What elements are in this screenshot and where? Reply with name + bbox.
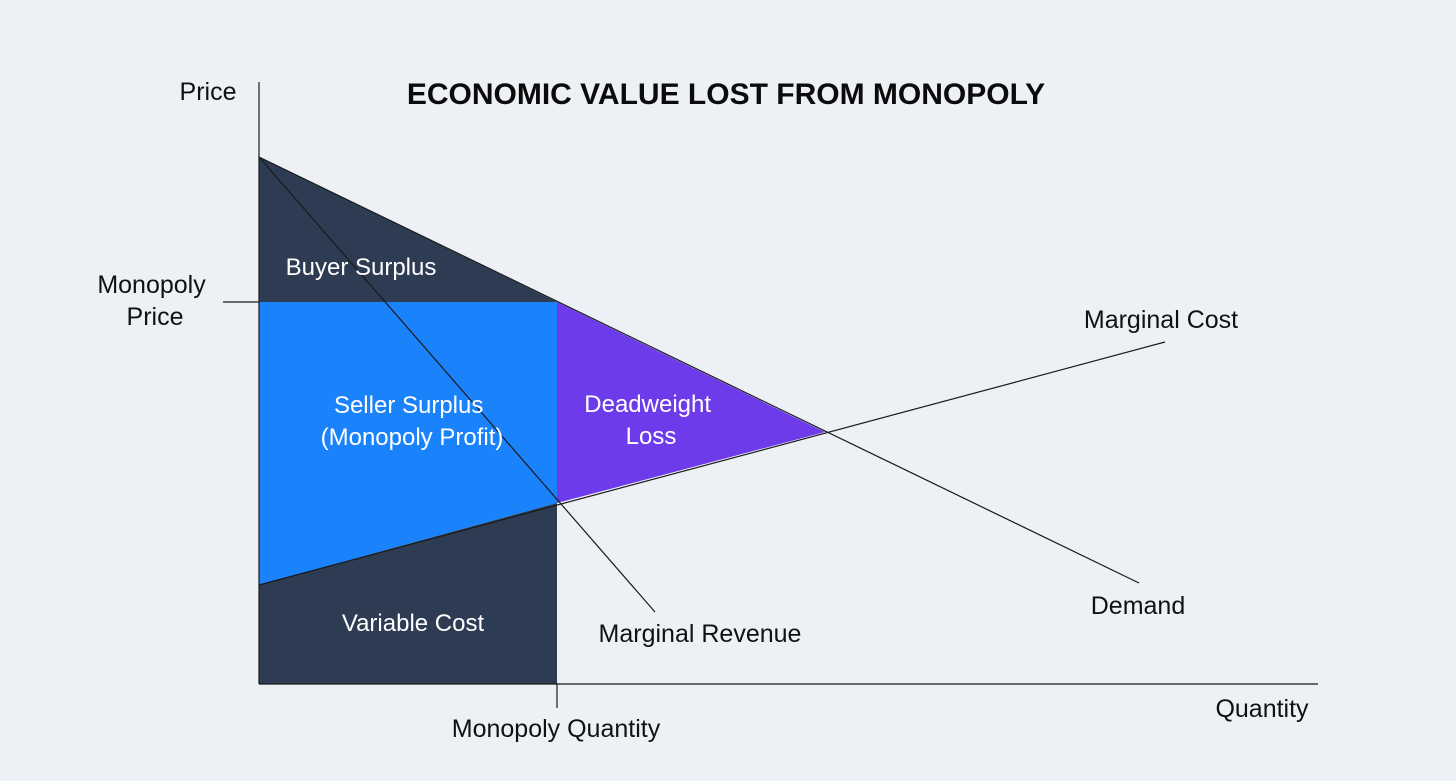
y-axis-label: Price — [180, 78, 237, 106]
seller-surplus-label: Seller Surplus (Monopoly Profit) — [321, 392, 504, 451]
marginal-revenue-curve — [258, 156, 656, 613]
monopoly-quantity-label: Monopoly Quantity — [452, 715, 661, 743]
x-axis-label: Quantity — [1215, 695, 1309, 723]
demand-curve — [258, 156, 1140, 584]
variable-cost-label: Variable Cost — [342, 610, 485, 637]
marginal-cost-curve — [258, 341, 1166, 586]
demand-label: Demand — [1091, 592, 1186, 620]
seller-surplus-region — [259, 302, 557, 585]
page-title: ECONOMIC VALUE LOST FROM MONOPOLY — [407, 78, 1045, 111]
marginal-revenue-label: Marginal Revenue — [599, 620, 802, 648]
marginal-cost-label: Marginal Cost — [1084, 306, 1238, 334]
monopoly-price-label: Monopoly Price — [97, 271, 212, 331]
variable-cost-region — [259, 503, 557, 684]
buyer-surplus-label: Buyer Surplus — [286, 254, 437, 281]
deadweight-loss-region — [557, 302, 825, 503]
deadweight-loss-label: Deadweight Loss — [584, 391, 717, 450]
